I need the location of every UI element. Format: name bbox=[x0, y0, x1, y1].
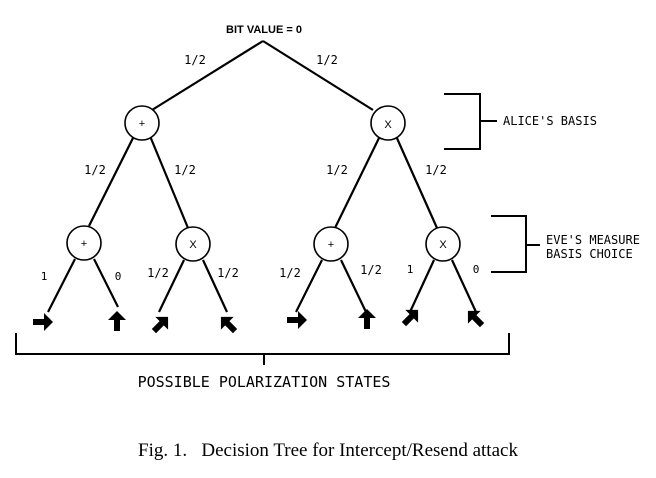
edge-eve-1-left bbox=[47, 258, 76, 313]
edge-alice-x-left bbox=[333, 135, 381, 231]
up-arrow-icon bbox=[358, 309, 376, 329]
eve-node-2-label: X bbox=[189, 239, 197, 251]
prob-eve-1: 1 bbox=[41, 270, 48, 283]
edge-eve-4-left bbox=[409, 259, 435, 313]
edge-root-right bbox=[262, 40, 374, 111]
alice-node-plus-label: + bbox=[139, 118, 145, 130]
edge-eve-1-right bbox=[93, 258, 119, 308]
eve-basis-label-line2: BASIS CHOICE bbox=[546, 247, 633, 261]
edge-eve-2-right bbox=[202, 259, 228, 313]
alice-basis-label: ALICE'S BASIS bbox=[503, 114, 597, 128]
edge-eve-3-right bbox=[340, 259, 367, 313]
prob-root-right: 1/2 bbox=[316, 53, 338, 67]
prob-eve-8: 0 bbox=[473, 263, 480, 276]
eve-node-2: X bbox=[175, 226, 211, 262]
edge-root-left bbox=[151, 40, 264, 111]
eve-node-1-label: + bbox=[81, 238, 87, 250]
figure-caption: Fig. 1. Decision Tree for Intercept/Rese… bbox=[138, 440, 518, 461]
prob-eve-7: 1 bbox=[407, 263, 414, 276]
prob-alice-4: 1/2 bbox=[425, 163, 447, 177]
alice-node-plus: + bbox=[124, 105, 160, 141]
prob-alice-2: 1/2 bbox=[174, 163, 196, 177]
prob-eve-4: 1/2 bbox=[217, 266, 239, 280]
eve-node-3-label: + bbox=[328, 239, 334, 251]
edge-alice-x-right bbox=[394, 135, 439, 229]
eve-basis-label-line1: EVE'S MEASURE bbox=[546, 233, 640, 247]
root-label: BIT VALUE = 0 bbox=[226, 24, 302, 36]
right-arrow-icon bbox=[287, 311, 307, 329]
right-arrow-icon bbox=[33, 313, 53, 331]
prob-eve-2: 0 bbox=[115, 270, 122, 283]
up-left-arrow-icon bbox=[467, 310, 485, 328]
alice-node-x: X bbox=[370, 105, 406, 141]
up-right-arrow-icon bbox=[401, 309, 419, 327]
edge-alice-plus-right bbox=[148, 135, 190, 229]
eve-node-3: + bbox=[313, 226, 349, 262]
eve-node-4-label: X bbox=[439, 239, 447, 251]
prob-eve-6: 1/2 bbox=[360, 263, 382, 277]
alice-node-x-label: X bbox=[384, 119, 392, 131]
up-left-arrow-icon bbox=[220, 316, 238, 334]
prob-alice-3: 1/2 bbox=[326, 163, 348, 177]
edge-eve-3-left bbox=[295, 259, 323, 313]
eve-node-4: X bbox=[425, 226, 461, 262]
prob-root-left: 1/2 bbox=[184, 53, 206, 67]
edge-eve-4-right bbox=[451, 259, 477, 313]
prob-eve-3: 1/2 bbox=[147, 266, 169, 280]
up-arrow-icon bbox=[108, 311, 126, 331]
eve-node-1: + bbox=[66, 225, 102, 261]
prob-eve-5: 1/2 bbox=[279, 266, 301, 280]
eve-basis-bracket bbox=[491, 215, 527, 273]
up-right-arrow-icon bbox=[151, 316, 169, 334]
prob-alice-1: 1/2 bbox=[84, 163, 106, 177]
edge-alice-plus-left bbox=[88, 135, 135, 227]
states-bracket bbox=[15, 333, 510, 355]
alice-basis-bracket bbox=[444, 93, 481, 150]
states-bracket-label: POSSIBLE POLARIZATION STATES bbox=[138, 373, 391, 391]
edge-eve-2-left bbox=[158, 259, 185, 313]
